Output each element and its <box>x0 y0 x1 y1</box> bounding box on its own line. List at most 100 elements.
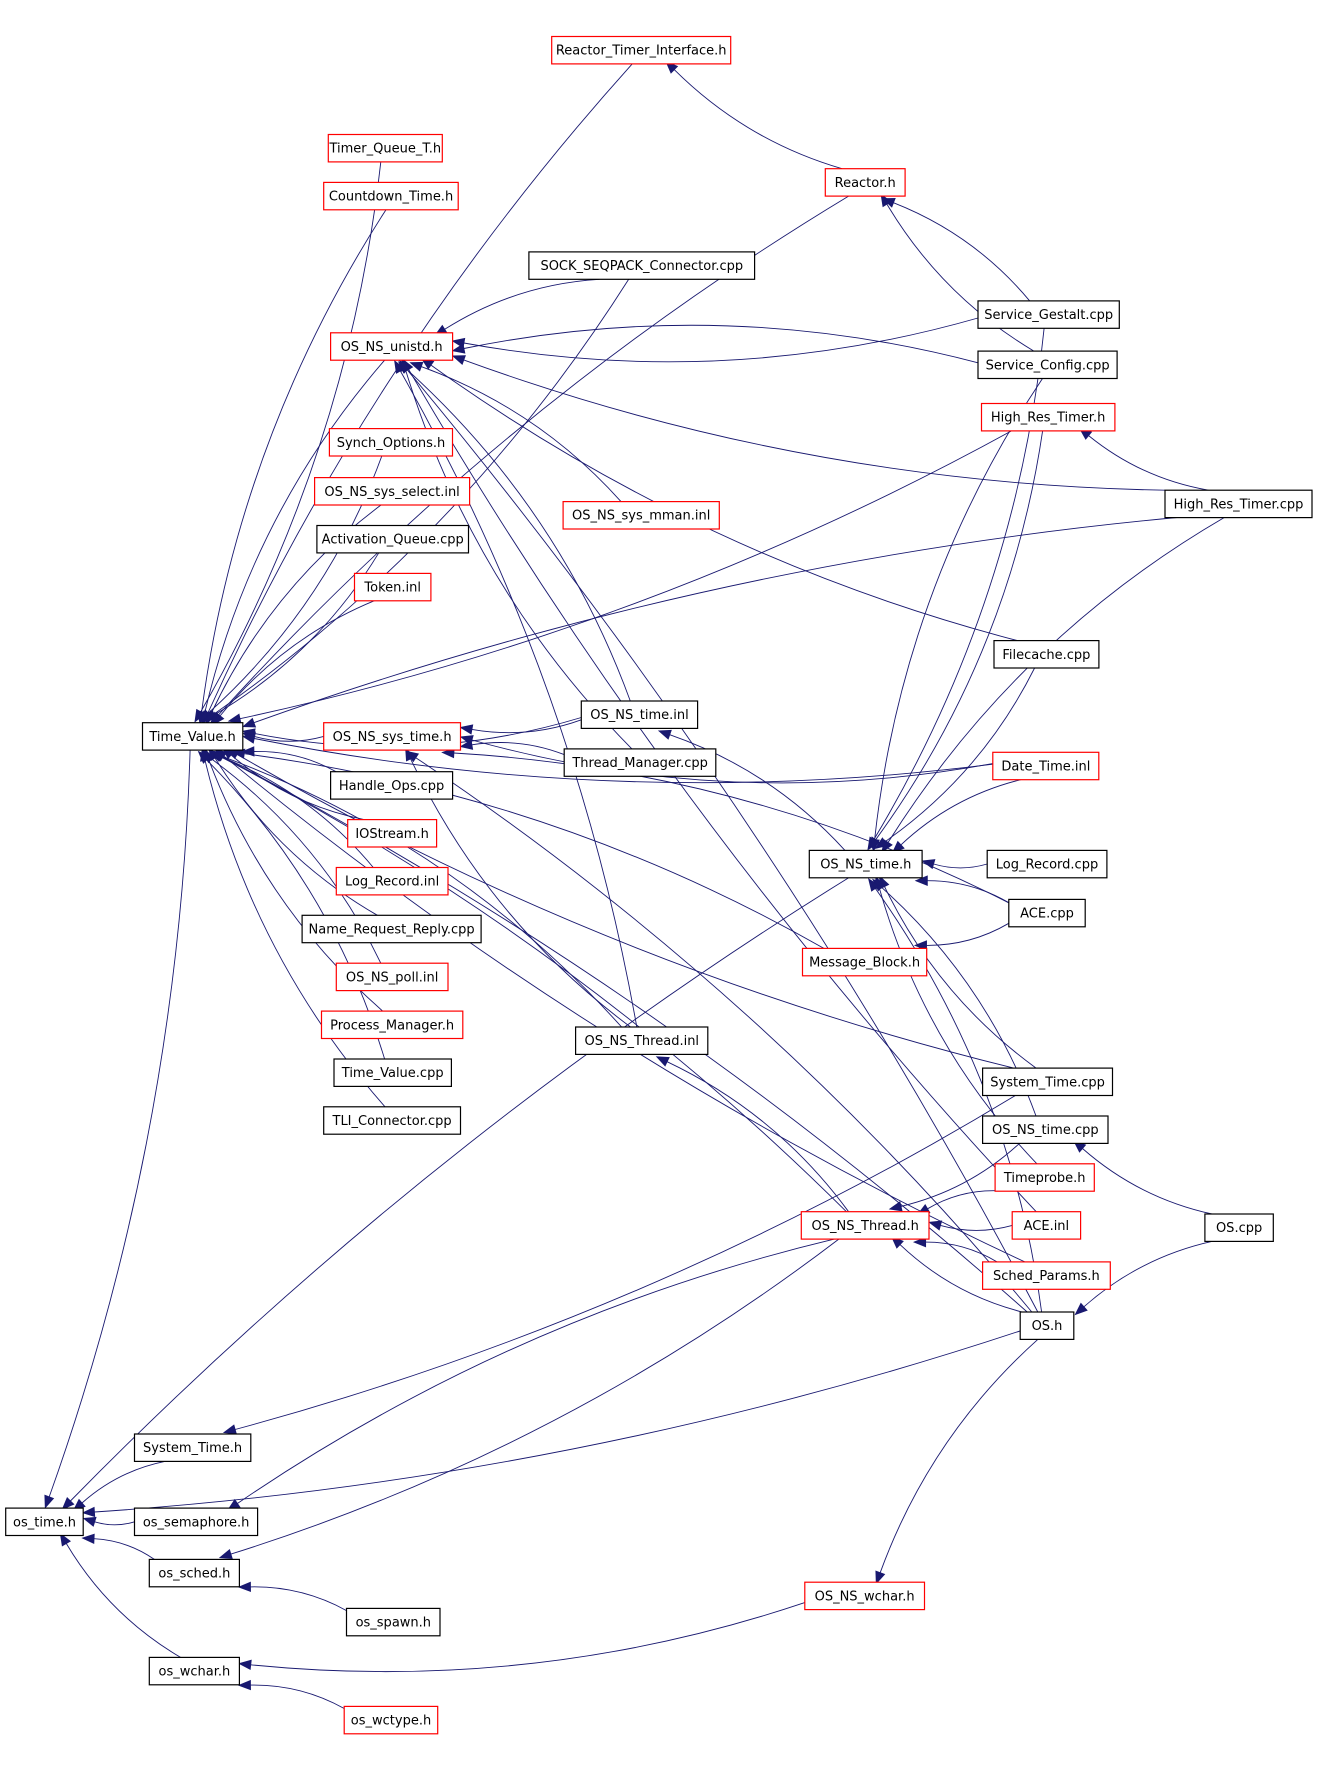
node-box[interactable] <box>986 849 1108 879</box>
node-box[interactable] <box>148 1558 241 1588</box>
node-thread-manager-cpp[interactable]: Thread_Manager.cpp <box>563 748 717 777</box>
node-box[interactable] <box>981 1261 1111 1290</box>
node-date-time-inl[interactable]: Date_Time.inl <box>992 751 1100 781</box>
node-box[interactable] <box>808 849 923 879</box>
node-box[interactable] <box>801 947 928 977</box>
node-box[interactable] <box>1008 898 1086 928</box>
node-name-request-reply-cpp[interactable]: Name_Request_Reply.cpp <box>301 914 482 944</box>
node-timer-queue-t-h[interactable]: Timer_Queue_T.h <box>327 133 443 163</box>
node-os-ns-unistd-h[interactable]: OS_NS_unistd.h <box>330 332 454 361</box>
node-box[interactable] <box>804 1581 926 1611</box>
node-os-ns-thread-h[interactable]: OS_NS_Thread.h <box>800 1211 930 1240</box>
node-box[interactable] <box>323 1106 462 1135</box>
node-os-ns-time-inl[interactable]: OS_NS_time.inl <box>580 700 699 729</box>
node-os-time-h[interactable]: os_time.h <box>5 1507 84 1537</box>
node-box[interactable] <box>343 1705 439 1735</box>
node-box[interactable] <box>562 501 720 530</box>
node-box[interactable] <box>528 251 756 280</box>
node-process-manager-h[interactable]: Process_Manager.h <box>320 1010 464 1040</box>
node-high-res-timer-cpp[interactable]: High_Res_Timer.cpp <box>1164 489 1313 519</box>
node-box[interactable] <box>335 962 449 992</box>
node-os-sched-h[interactable]: os_sched.h <box>148 1558 241 1588</box>
node-os-cpp[interactable]: OS.cpp <box>1204 1213 1274 1242</box>
node-os-semaphore-h[interactable]: os_semaphore.h <box>133 1507 259 1537</box>
node-box[interactable] <box>800 1211 930 1240</box>
node-ace-inl[interactable]: ACE.inl <box>1011 1211 1082 1240</box>
node-os-ns-time-cpp[interactable]: OS_NS_time.cpp <box>981 1115 1109 1144</box>
node-time-value-h[interactable]: Time_Value.h <box>141 722 244 751</box>
node-box[interactable] <box>1164 489 1313 519</box>
node-box[interactable] <box>148 1656 241 1686</box>
node-activation-queue-cpp[interactable]: Activation_Queue.cpp <box>316 524 470 554</box>
node-box[interactable] <box>574 1026 709 1055</box>
node-os-ns-sys-time-h[interactable]: OS_NS_sys_time.h <box>323 722 462 751</box>
node-box[interactable] <box>981 1115 1109 1144</box>
node-box[interactable] <box>333 1058 453 1087</box>
node-timeprobe-h[interactable]: Timeprobe.h <box>994 1163 1095 1192</box>
node-box[interactable] <box>5 1507 84 1537</box>
node-box[interactable] <box>580 700 699 729</box>
node-os-ns-sys-mman-inl[interactable]: OS_NS_sys_mman.inl <box>562 501 720 530</box>
node-box[interactable] <box>353 572 432 602</box>
node-token-inl[interactable]: Token.inl <box>353 572 432 602</box>
node-box[interactable] <box>141 722 244 751</box>
node-box[interactable] <box>1204 1213 1274 1242</box>
node-box[interactable] <box>551 35 732 65</box>
node-box[interactable] <box>563 748 717 777</box>
node-box[interactable] <box>133 1433 252 1462</box>
node-os-spawn-h[interactable]: os_spawn.h <box>345 1607 441 1637</box>
node-box[interactable] <box>314 477 471 506</box>
node-os-wchar-h[interactable]: os_wchar.h <box>148 1656 241 1686</box>
node-box[interactable] <box>301 914 482 944</box>
node-filecache-cpp[interactable]: Filecache.cpp <box>993 639 1100 669</box>
node-box[interactable] <box>316 524 470 554</box>
node-handle-ops-cpp[interactable]: Handle_Ops.cpp <box>330 771 454 800</box>
node-reactor-h[interactable]: Reactor.h <box>824 168 906 197</box>
node-box[interactable] <box>992 751 1100 781</box>
node-box[interactable] <box>347 818 438 848</box>
node-os-wctype-h[interactable]: os_wctype.h <box>343 1705 439 1735</box>
node-box[interactable] <box>977 350 1118 380</box>
node-time-value-cpp[interactable]: Time_Value.cpp <box>333 1058 453 1087</box>
node-box[interactable] <box>981 1067 1114 1097</box>
node-box[interactable] <box>320 1010 464 1040</box>
node-box[interactable] <box>977 300 1120 329</box>
node-system-time-cpp[interactable]: System_Time.cpp <box>981 1067 1114 1097</box>
node-box[interactable] <box>345 1607 441 1637</box>
node-box[interactable] <box>323 181 459 211</box>
node-service-gestalt-cpp[interactable]: Service_Gestalt.cpp <box>977 300 1120 329</box>
node-box[interactable] <box>330 771 454 800</box>
node-box[interactable] <box>1011 1211 1082 1240</box>
node-os-ns-thread-inl[interactable]: OS_NS_Thread.inl <box>574 1026 709 1055</box>
node-os-ns-wchar-h[interactable]: OS_NS_wchar.h <box>804 1581 926 1611</box>
node-system-time-h[interactable]: System_Time.h <box>133 1433 252 1462</box>
node-box[interactable] <box>980 402 1116 432</box>
node-box[interactable] <box>335 866 449 896</box>
node-box[interactable] <box>328 428 454 457</box>
node-box[interactable] <box>993 639 1100 669</box>
node-os-ns-time-h[interactable]: OS_NS_time.h <box>808 849 923 879</box>
node-message-block-h[interactable]: Message_Block.h <box>801 947 928 977</box>
node-box[interactable] <box>1019 1311 1075 1340</box>
node-log-record-cpp[interactable]: Log_Record.cpp <box>986 849 1108 879</box>
node-box[interactable] <box>133 1507 259 1537</box>
node-os-h[interactable]: OS.h <box>1019 1311 1075 1340</box>
node-high-res-timer-h[interactable]: High_Res_Timer.h <box>980 402 1116 432</box>
node-box[interactable] <box>824 168 906 197</box>
node-service-config-cpp[interactable]: Service_Config.cpp <box>977 350 1118 380</box>
node-countdown-time-h[interactable]: Countdown_Time.h <box>323 181 459 211</box>
node-tli-connector-cpp[interactable]: TLI_Connector.cpp <box>323 1106 462 1135</box>
node-sched-params-h[interactable]: Sched_Params.h <box>981 1261 1111 1290</box>
node-box[interactable] <box>327 133 443 163</box>
node-os-ns-sys-select-inl[interactable]: OS_NS_sys_select.inl <box>314 477 471 506</box>
node-box[interactable] <box>994 1163 1095 1192</box>
node-ace-cpp[interactable]: ACE.cpp <box>1008 898 1086 928</box>
node-sock-seqpack-connector-cpp[interactable]: SOCK_SEQPACK_Connector.cpp <box>528 251 756 280</box>
node-log-record-inl[interactable]: Log_Record.inl <box>335 866 449 896</box>
node-box[interactable] <box>323 722 462 751</box>
node-box[interactable] <box>330 332 454 361</box>
node-iostream-h[interactable]: IOStream.h <box>347 818 438 848</box>
node-reactor-timer-interface-h[interactable]: Reactor_Timer_Interface.h <box>551 35 732 65</box>
node-synch-options-h[interactable]: Synch_Options.h <box>328 428 454 457</box>
node-os-ns-poll-inl[interactable]: OS_NS_poll.inl <box>335 962 449 992</box>
